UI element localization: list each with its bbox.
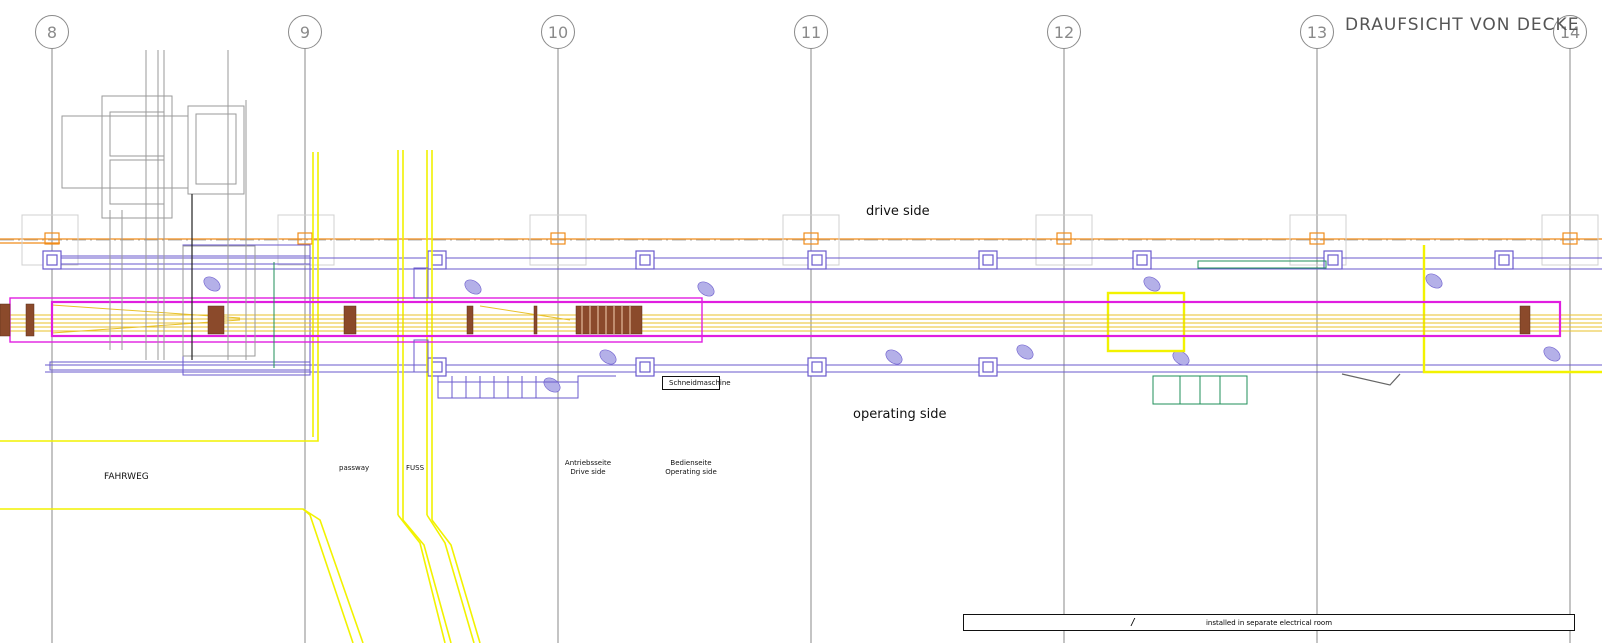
drive-side-small-text: Drive side	[570, 468, 606, 476]
drawing-title: DRAUFSICHT VON DECKE	[1345, 15, 1580, 35]
green-elements	[273, 260, 1327, 405]
legend-text: installed in separate electrical room	[1205, 618, 1333, 627]
grid-axis-14: 14	[1553, 15, 1587, 49]
grid-axis-10: 10	[541, 15, 575, 49]
grid-lines	[51, 48, 1571, 643]
drive-side-annotation: Antriebsseite Drive side	[560, 459, 616, 477]
operating-side-small-text: Operating side	[665, 468, 717, 476]
passway-label: passway	[339, 464, 370, 472]
orange-beam	[0, 232, 1602, 245]
hatched-marks	[203, 273, 1561, 393]
machine-frame	[61, 50, 256, 360]
brown-elements	[0, 303, 1531, 337]
operating-side-annotation: Bedienseite Operating side	[662, 459, 720, 477]
operating-side-label: operating side	[853, 407, 947, 422]
grid-axis-12: 12	[1047, 15, 1081, 49]
grid-axis-9: 9	[288, 15, 322, 49]
drive-side-label: drive side	[866, 204, 930, 219]
grid-axis-13: 13	[1300, 15, 1334, 49]
conveyor	[10, 304, 1602, 334]
column-pads	[42, 250, 1514, 377]
schneidmaschine-label: Schneidmaschine	[662, 376, 731, 390]
legend-symbol: /	[1130, 617, 1137, 628]
bedienseite-text: Bedienseite	[670, 459, 712, 467]
stair-structure	[413, 267, 616, 399]
machine-outline	[9, 297, 1562, 343]
fuss-label: FUSS	[406, 464, 425, 472]
legend-bar: / installed in separate electrical room	[963, 614, 1575, 631]
sloped-line	[1341, 373, 1401, 386]
fahrweg-label: FAHRWEG	[104, 472, 149, 482]
grid-axis-11: 11	[794, 15, 828, 49]
brown-stripes	[581, 306, 631, 334]
electrical-zone	[1106, 245, 1602, 374]
grid-axis-8: 8	[35, 15, 69, 49]
antriebsseite-text: Antriebsseite	[564, 459, 612, 467]
walkway-lines	[0, 150, 481, 643]
